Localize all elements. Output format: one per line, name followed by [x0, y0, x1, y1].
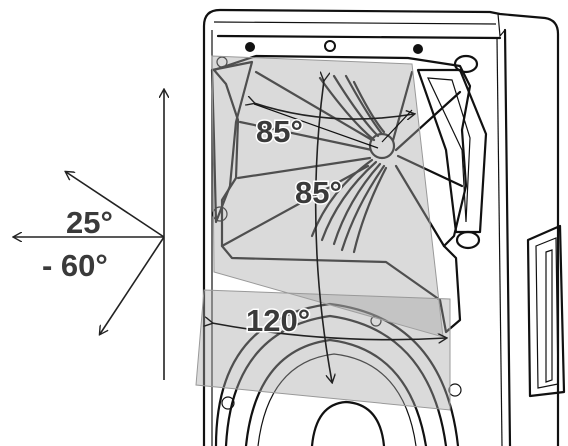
woofer-horizontal-arrow [212, 323, 446, 340]
angle-arrows [212, 80, 446, 382]
tilt-down-arrow [100, 236, 165, 334]
coverage-overlays [195, 55, 451, 411]
tilt-up-arrow [66, 172, 165, 238]
labels: 25° - 60° 85° 85° 120° [41, 113, 344, 340]
woofer-horizontal-label: 120° [246, 303, 310, 338]
woofer-coverage-area [195, 289, 451, 411]
tilt-up-label: 25° [66, 205, 113, 240]
horn-vertical-label: 85° [295, 175, 342, 210]
tilt-axes [14, 90, 164, 380]
side-handle [526, 224, 566, 398]
tilt-down-label: - 60° [42, 248, 108, 283]
horn-horizontal-label: 85° [256, 114, 303, 149]
horn-waveguide [210, 54, 488, 334]
